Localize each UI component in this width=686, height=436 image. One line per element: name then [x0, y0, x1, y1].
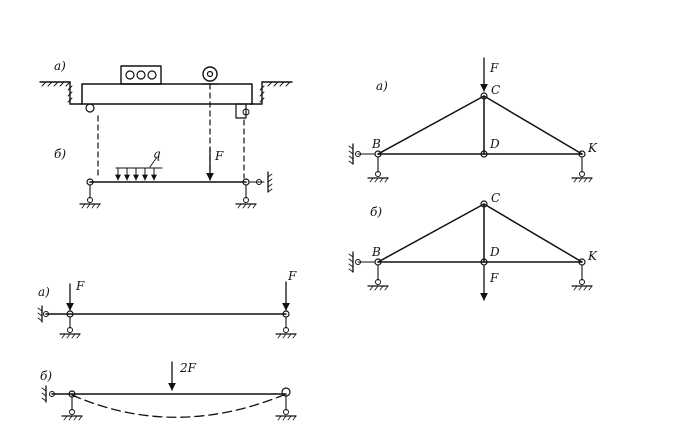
trolley-box [120, 65, 162, 85]
left-pin-support [79, 184, 101, 209]
force-left-label: F [75, 279, 85, 293]
truss-a: F B C D K [348, 57, 598, 183]
node-D-b: D [489, 245, 500, 259]
distributed-load-q: q [115, 147, 163, 181]
force-label: F [214, 149, 224, 163]
truss-figure: а) F B [348, 57, 598, 301]
crane-beam-figure: а) [39, 59, 293, 209]
label-a-top-left: а) [54, 59, 66, 73]
force-right-label: F [287, 269, 297, 283]
node-C-a: C [491, 83, 500, 97]
deflection-curve [71, 393, 287, 418]
label-b-bottom-left: б) [40, 369, 52, 383]
node-K-b: K [587, 249, 598, 263]
beam-loads-figure: а) F F б) [37, 269, 297, 421]
crane-beam [81, 83, 253, 105]
force-top-label: F [489, 61, 499, 75]
label-b-top-left: б) [54, 147, 66, 161]
label-a-truss: а) [376, 79, 388, 93]
node-C-b: C [491, 191, 500, 205]
node-B-b: B [371, 245, 381, 259]
node-D-a: D [489, 137, 500, 151]
truss-b: F B C D K [348, 191, 598, 301]
force-mid-label: 2F [179, 361, 197, 375]
right-ground [249, 81, 293, 105]
node-B-a: B [371, 137, 381, 151]
label-a-bottom-left: а) [38, 285, 50, 299]
load-q-label: q [153, 147, 161, 161]
wheel-icon [202, 66, 218, 82]
label-b-truss: б) [370, 205, 382, 219]
node-K-a: K [587, 141, 598, 155]
right-fixed-support [235, 171, 273, 209]
left-ground [39, 81, 83, 105]
force-bottom-label: F [489, 271, 499, 285]
